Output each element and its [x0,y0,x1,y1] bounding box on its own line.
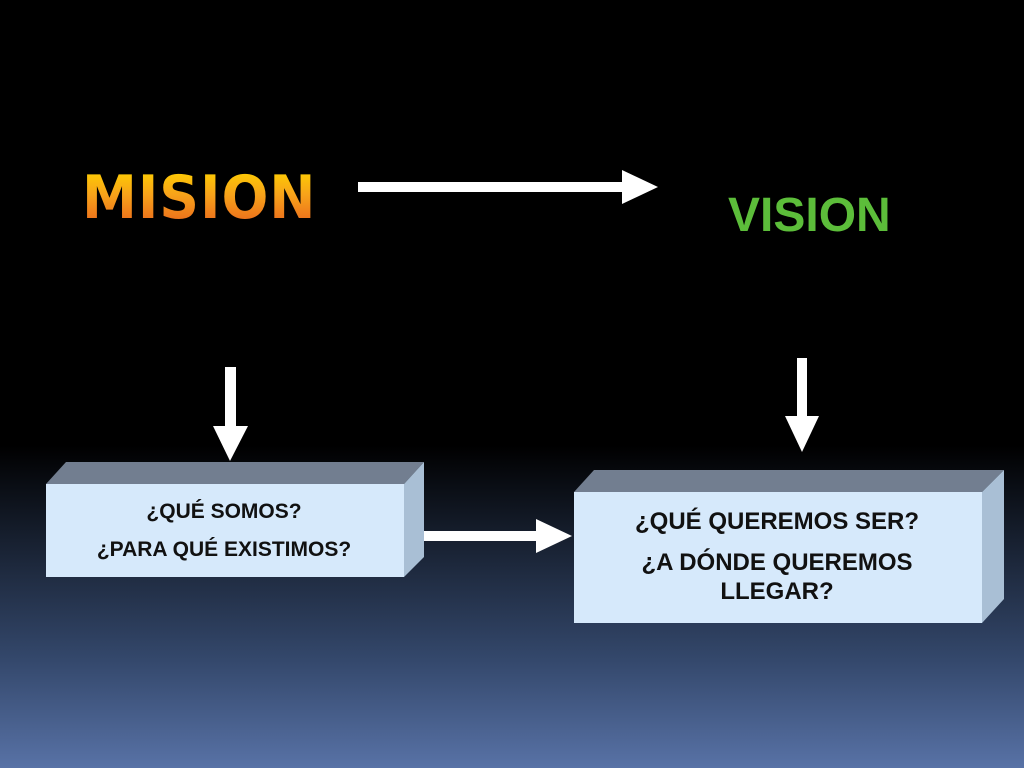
que-queremos-ser-text: ¿QUÉ QUEREMOS SER? [634,508,920,536]
mision-box-text: ¿QUÉ SOMOS? ¿PARA QUÉ EXISTIMOS? [46,484,402,577]
a-donde-queremos-llegar-text: ¿A DÓNDE QUEREMOS LLEGAR? [641,549,913,605]
arrow-mision-down [213,367,248,461]
arrow-mision-to-vision [358,170,658,204]
vision-box-shape [574,470,1004,623]
que-somos-text: ¿QUÉ SOMOS? [146,500,302,524]
mision-questions-box: ¿QUÉ SOMOS? ¿PARA QUÉ EXISTIMOS? [42,460,426,580]
arrow-box-to-box [410,519,572,553]
para-que-existimos-text: ¿PARA QUÉ EXISTIMOS? [96,537,352,561]
mision-box-shape [46,462,424,577]
vision-title: VISION [728,189,891,242]
mision-title: MISION [82,163,317,233]
arrow-vision-down [785,358,819,452]
vision-box-text: ¿QUÉ QUEREMOS SER? ¿A DÓNDE QUEREMOS LLE… [574,492,980,623]
vision-questions-box: ¿QUÉ QUEREMOS SER? ¿A DÓNDE QUEREMOS LLE… [570,468,1006,626]
